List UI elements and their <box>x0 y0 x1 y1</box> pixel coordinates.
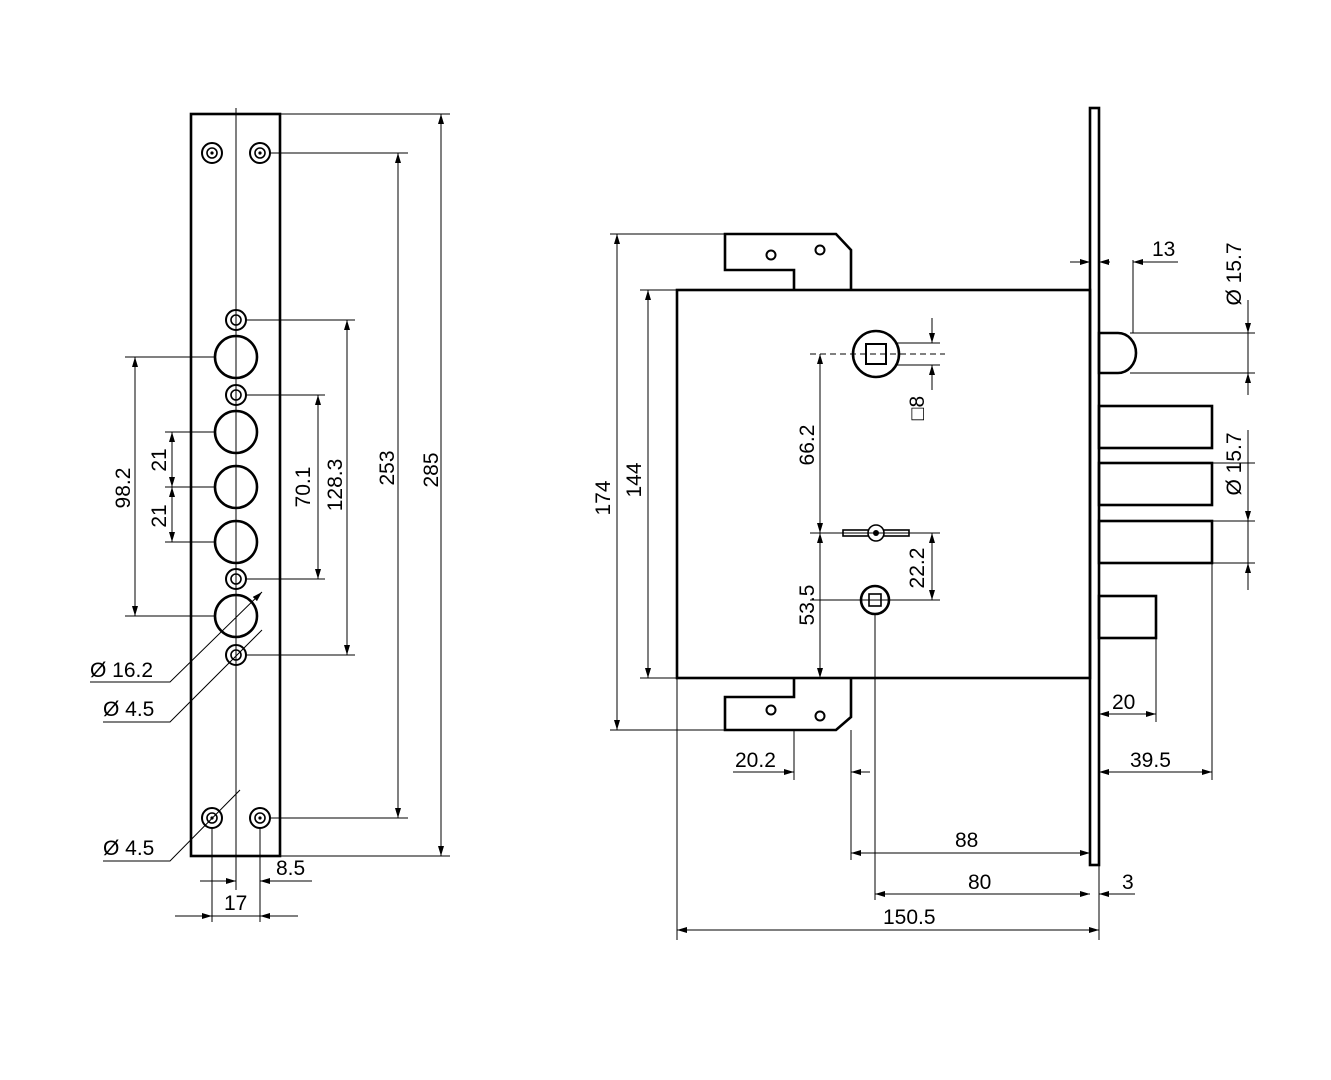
dim-17: 17 <box>224 892 247 915</box>
dim-253: 253 <box>376 450 399 485</box>
dim-39-5: 39.5 <box>1130 749 1171 772</box>
dim-dia-4-5-mid: Ø 4.5 <box>103 698 154 721</box>
dim-174: 174 <box>592 480 615 515</box>
dim-3: 3 <box>1122 871 1134 894</box>
strike-dimension-lines <box>90 114 444 919</box>
dim-dia-16-2: Ø 16.2 <box>90 659 153 682</box>
dim-285: 285 <box>420 452 443 487</box>
dim-bolt-dia-top: Ø 15.7 <box>1223 242 1246 305</box>
bolt-1 <box>1097 404 1214 450</box>
dim-150-5: 150.5 <box>883 906 936 929</box>
bolt-4 <box>1097 594 1158 640</box>
round-latch <box>1097 331 1138 375</box>
dim-bolt-dia-mid: Ø 15.7 <box>1223 432 1246 495</box>
dim-128-3: 128.3 <box>324 459 347 512</box>
dim-144: 144 <box>623 462 646 497</box>
dim-dia-4-5-bottom: Ø 4.5 <box>103 837 154 860</box>
top-screw-holes <box>201 142 271 164</box>
lock-body: 174 144 66.2 53.5 □8 22.2 13 Ø 15.7 Ø 15… <box>592 106 1255 940</box>
bolt-2 <box>1097 461 1214 507</box>
strike-extension-lines <box>125 113 450 922</box>
dim-20: 20 <box>1112 691 1135 714</box>
dim-square-8: □8 <box>906 396 929 420</box>
dim-21-b: 21 <box>148 504 171 527</box>
dim-22-2: 22.2 <box>906 548 929 589</box>
lock-dimension-lines <box>614 234 1251 933</box>
dim-8-5: 8.5 <box>276 857 305 880</box>
dim-53-5: 53.5 <box>796 585 819 626</box>
dim-80: 80 <box>968 871 991 894</box>
dim-88: 88 <box>955 829 978 852</box>
bottom-mounting-tab <box>723 678 853 732</box>
dim-13: 13 <box>1152 238 1175 261</box>
dim-70-1: 70.1 <box>292 467 315 508</box>
bolt-3 <box>1097 519 1214 565</box>
lock-case <box>675 288 1092 680</box>
top-mounting-tab <box>723 232 853 290</box>
dim-20-2: 20.2 <box>735 749 776 772</box>
dim-21-a: 21 <box>148 448 171 471</box>
dim-98-2: 98.2 <box>112 468 135 509</box>
dim-66-2: 66.2 <box>796 425 819 466</box>
strike-plate: 285 253 128.3 70.1 98.2 21 21 8.5 17 Ø 1… <box>90 108 450 922</box>
faceplate <box>1088 106 1101 867</box>
